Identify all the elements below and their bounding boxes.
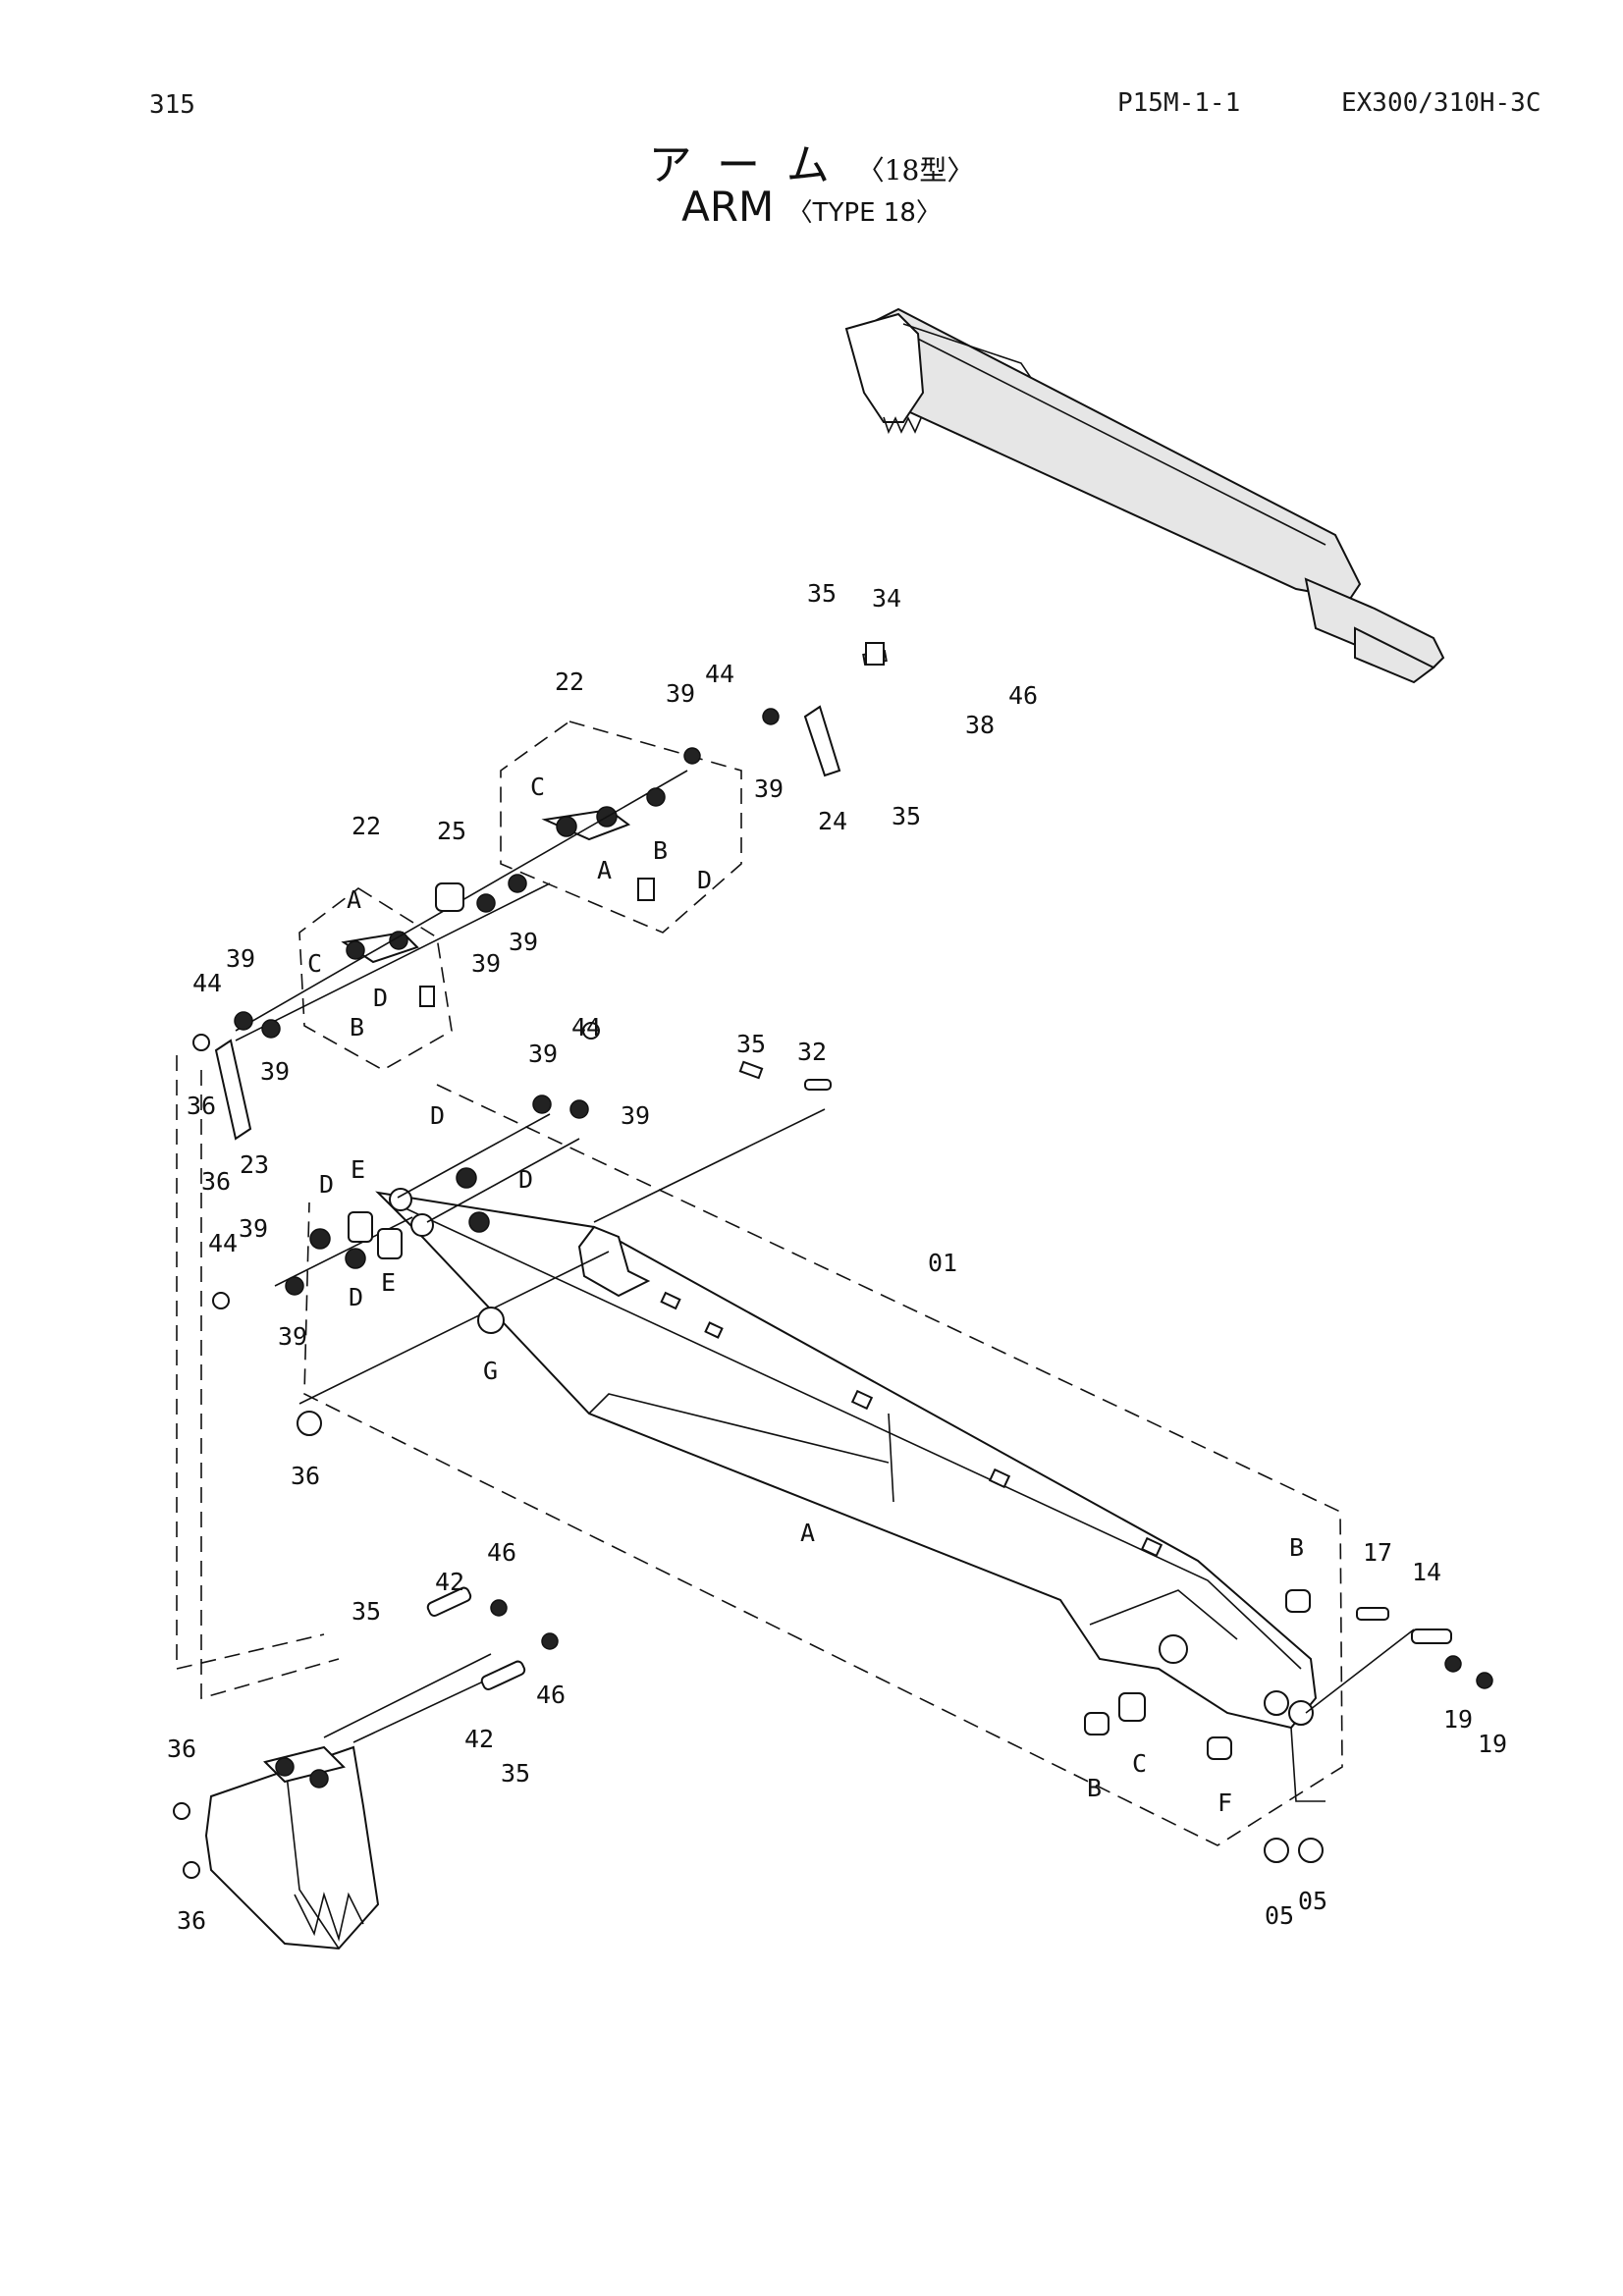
side-links [214,705,841,1141]
callout-39-i: 39 [239,1214,268,1243]
letter-B-arm-bottom: B [1087,1774,1102,1802]
callout-19-left: 19 [1443,1705,1473,1734]
callout-14: 14 [1412,1558,1441,1586]
callout-44-d: 44 [208,1229,238,1257]
letter-G: G [483,1357,498,1385]
callout-39-e: 39 [226,944,255,973]
inset-front-attachment [844,307,1445,684]
small-parts [173,642,1493,1879]
callout-05-left: 05 [1265,1901,1294,1930]
lower-link-group [298,887,453,1071]
callout-38: 38 [965,711,995,739]
letter-D-arm-lower: D [349,1283,363,1311]
upper-link-group [500,721,742,934]
letter-B-lower: B [350,1013,364,1041]
letter-A-lower: A [347,885,361,914]
callout-24: 24 [818,807,847,835]
callout-39-h: 39 [621,1101,650,1130]
title-japanese: アーム〈18型〉 [0,130,1623,192]
title-japanese-text: アーム [648,140,857,190]
letter-D-arm-left: D [319,1170,334,1199]
callout-32: 32 [797,1038,827,1066]
letter-C-upper: C [530,773,545,801]
letter-F: F [1217,1789,1232,1817]
callout-39-c: 39 [471,949,501,978]
callout-22-lower: 22 [352,812,381,840]
model-code: EX300/310H-3C [1341,88,1542,118]
title-english: ARM 〈TYPE 18〉 [0,183,1623,231]
callout-39-f: 39 [260,1057,290,1086]
bucket [204,1745,380,1950]
page-code: P15M-1-1 [1117,88,1241,118]
title-japanese-type: 〈18型〉 [856,154,975,187]
callout-36-c: 36 [291,1462,320,1490]
callout-25: 25 [437,817,466,845]
arm-body [375,1188,1318,1730]
letter-E-upper: E [351,1155,365,1184]
callout-19-right: 19 [1478,1730,1507,1758]
callout-34: 34 [872,584,901,613]
callout-23: 23 [240,1150,269,1179]
callout-36-a: 36 [187,1092,216,1120]
callout-42-a: 42 [435,1568,464,1596]
callout-46-b: 46 [487,1538,516,1567]
callout-44-a: 44 [705,660,734,688]
leader-lines [176,770,1415,1802]
callout-35-top: 35 [807,579,837,608]
callout-35-arm: 35 [736,1030,766,1058]
callout-35-bucket-lower: 35 [501,1759,530,1788]
title-english-text: ARM [681,183,775,231]
callout-35-bucket: 35 [352,1597,381,1626]
letter-A-arm: A [800,1519,815,1547]
callout-01: 01 [928,1249,957,1277]
letter-D-lower: D [373,984,388,1012]
letter-A-upper: A [597,856,612,884]
callout-36-e: 36 [177,1906,206,1935]
callout-39-d: 39 [509,928,538,956]
callout-44-c: 44 [192,969,222,997]
callout-39-g: 39 [528,1040,558,1068]
letter-C-lower: C [307,949,322,978]
callout-letters: A A A B B B B C C C D D D D D D E E F G [307,773,1304,1817]
letter-C-arm: C [1132,1749,1147,1778]
callout-46-a: 46 [1008,681,1038,710]
callout-numbers: 01 05 05 14 17 19 19 22 22 23 24 25 32 3… [167,579,1507,1935]
callout-42-b: 42 [464,1725,494,1753]
page-number: 315 [149,90,195,120]
callout-39-a: 39 [666,679,695,708]
callout-17: 17 [1363,1538,1392,1567]
callout-22-upper: 22 [555,667,584,696]
callout-35-mid: 35 [892,802,921,830]
letter-B-upper: B [653,836,668,865]
letter-D-arm-right: D [518,1165,533,1194]
letter-E-lower: E [381,1268,396,1297]
letter-B-arm-tip: B [1289,1533,1304,1562]
letter-D-upper: D [697,866,712,894]
callout-39-b: 39 [754,774,784,803]
arm-boundary [303,1084,1343,1846]
letter-D-arm-top: D [430,1101,445,1130]
callout-36-b: 36 [201,1167,231,1196]
callout-05-right: 05 [1298,1887,1327,1915]
callout-39-j: 39 [278,1322,307,1351]
callout-36-d: 36 [167,1735,196,1763]
callout-44-b: 44 [571,1013,601,1041]
title-english-type: 〈TYPE 18〉 [786,198,942,228]
callout-46-c: 46 [536,1681,566,1709]
